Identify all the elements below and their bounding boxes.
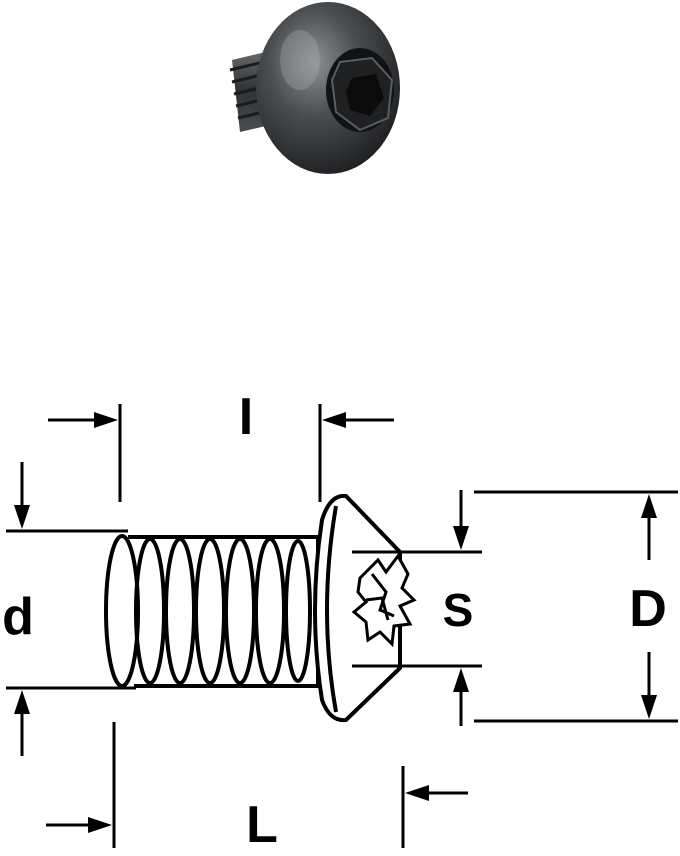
cross-recess-icon [351,553,417,648]
dimension-l-small: I [48,388,394,502]
screw-photo-icon [229,2,400,174]
dimension-d-small: d [2,462,136,756]
dimension-label-s: S [443,584,474,636]
thread-body [104,534,320,688]
photo-recess [326,48,394,132]
dimension-l-large: L [46,722,468,854]
dimension-label-d-large: D [629,580,667,638]
dimension-label-l-small: I [239,388,253,446]
dimension-label-l-large: L [246,796,278,851]
dimension-label-d-small: d [2,588,34,646]
dimension-d-large: D [474,490,678,723]
dimension-s: S [352,490,482,726]
